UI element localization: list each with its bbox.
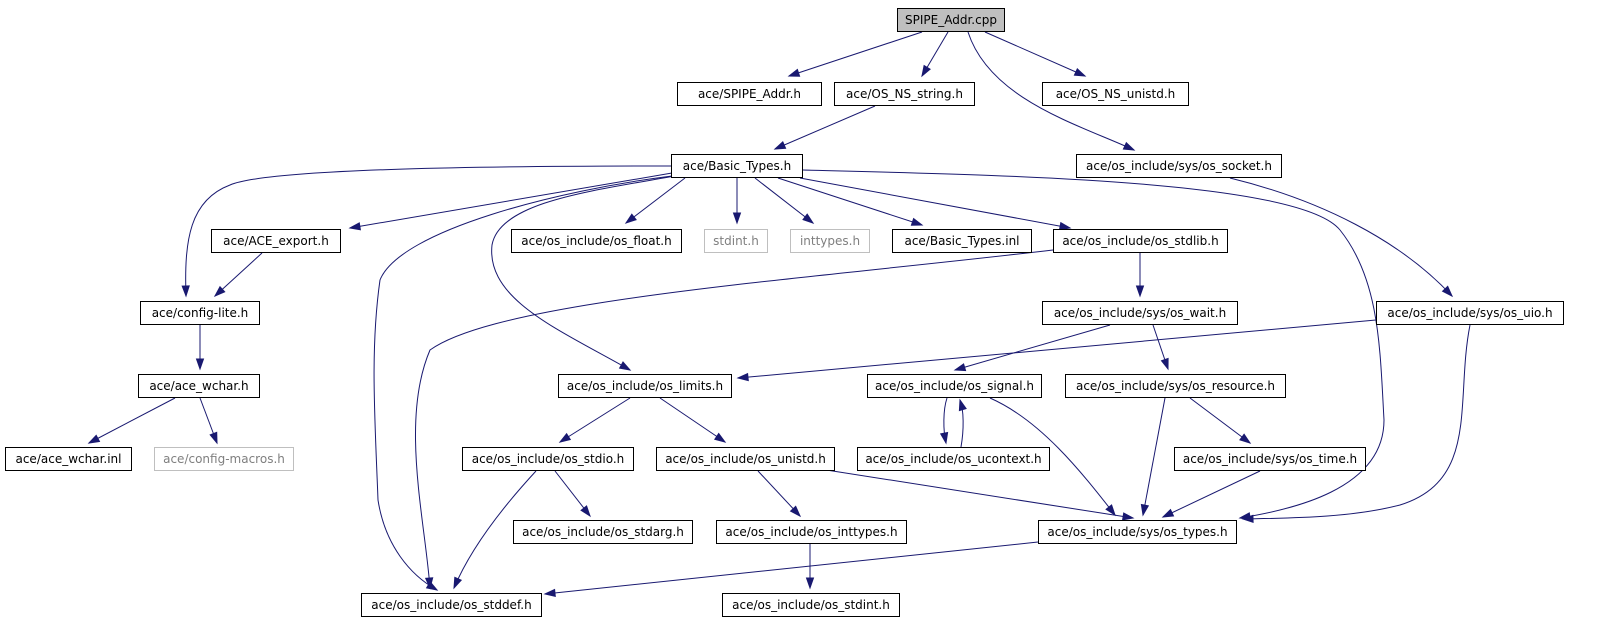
edge-os_uio_h-os_types_h [1241, 324, 1471, 523]
edge-os_resource_h-os_types_h [1140, 397, 1166, 517]
node-os-float-h[interactable]: ace/os_include/os_float.h [511, 229, 682, 253]
edge-spipe_addr_cpp-os_socket_h [967, 31, 1136, 151]
edge-basic_types_h-basic_types_inl [777, 177, 924, 226]
node-ace-wchar-inl[interactable]: ace/ace_wchar.inl [5, 447, 132, 471]
node-ace-wchar-h[interactable]: ace/ace_wchar.h [138, 374, 260, 398]
edge-os_resource_h-os_time_h [1189, 397, 1252, 444]
node-os-limits-h[interactable]: ace/os_include/os_limits.h [558, 374, 732, 398]
edge-os_limits_h-os_unistd_h [659, 397, 727, 443]
edge-basic_types_h-os_float_h [624, 177, 686, 224]
node-os-signal-h[interactable]: ace/os_include/os_signal.h [867, 374, 1042, 398]
node-os-time-h[interactable]: ace/os_include/sys/os_time.h [1174, 447, 1366, 471]
node-os-ucontext-h[interactable]: ace/os_include/os_ucontext.h [857, 447, 1050, 471]
edge-os_stdlib_h-os_wait_h [1135, 253, 1145, 298]
edge-basic_types_h-inttypes_h [754, 177, 815, 224]
edge-os_ucontext_h-os_signal_h [958, 398, 967, 448]
edge-spipe_addr_cpp-spipe_addr_h [787, 31, 923, 77]
node-os-stddef-h[interactable]: ace/os_include/os_stddef.h [361, 593, 542, 617]
edge-ace_export_h-config_lite_h [213, 252, 263, 298]
edge-ace_wchar_h-ace_wchar_inl [87, 397, 176, 444]
node-os-stdarg-h[interactable]: ace/os_include/os_stdarg.h [513, 520, 693, 544]
node-os-wait-h[interactable]: ace/os_include/sys/os_wait.h [1042, 301, 1238, 325]
edge-os_time_h-os_types_h [1161, 470, 1261, 518]
edge-os_unistd_h-os_inttypes_h [757, 470, 802, 518]
node-inttypes-h: inttypes.h [790, 229, 870, 253]
node-basic-types-h[interactable]: ace/Basic_Types.h [671, 154, 803, 178]
edge-os_stdlib_h-os_stddef_h [414, 249, 1054, 590]
node-os-types-h[interactable]: ace/os_include/sys/os_types.h [1038, 520, 1237, 544]
node-config-macros-h: ace/config-macros.h [154, 447, 294, 471]
node-os-stdio-h[interactable]: ace/os_include/os_stdio.h [462, 447, 634, 471]
edge-basic_types_h-stdint_h [732, 178, 742, 225]
edge-os_types_h-os_stddef_h [543, 541, 1039, 598]
node-config-lite-h[interactable]: ace/config-lite.h [140, 301, 260, 325]
node-os-unistd-h[interactable]: ace/os_include/os_unistd.h [656, 447, 835, 471]
node-os-ns-unistd-h[interactable]: ace/OS_NS_unistd.h [1042, 82, 1189, 106]
edge-os_signal_h-os_types_h [989, 397, 1116, 517]
node-os-stdlib-h[interactable]: ace/os_include/os_stdlib.h [1053, 229, 1228, 253]
edge-os_wait_h-os_resource_h [1152, 324, 1169, 371]
edge-basic_types_h-os_stdlib_h [799, 177, 1072, 231]
node-os-resource-h[interactable]: ace/os_include/sys/os_resource.h [1065, 374, 1286, 398]
node-ace-export-h[interactable]: ace/ACE_export.h [211, 229, 341, 253]
node-os-socket-h[interactable]: ace/os_include/sys/os_socket.h [1076, 154, 1282, 178]
node-spipe-addr-h[interactable]: ace/SPIPE_Addr.h [677, 82, 822, 106]
edge-basic_types_h-config_lite_h [181, 165, 673, 298]
node-os-uio-h[interactable]: ace/os_include/sys/os_uio.h [1376, 301, 1564, 325]
node-os-stdint-h[interactable]: ace/os_include/os_stdint.h [722, 593, 900, 617]
edge-basic_types_h-os_limits_h [491, 174, 681, 371]
edge-os_ns_string_h-basic_types_h [773, 105, 876, 150]
node-os-ns-string-h[interactable]: ace/OS_NS_string.h [834, 82, 975, 106]
edge-os_unistd_h-os_types_h [819, 468, 1135, 521]
edge-os_stdio_h-os_stddef_h [453, 470, 537, 590]
edge-os_signal_h-os_ucontext_h [939, 397, 949, 445]
node-stdint-h: stdint.h [704, 229, 768, 253]
edge-os_uio_h-os_limits_h [736, 319, 1377, 382]
edge-os_wait_h-os_signal_h [953, 324, 1111, 372]
node-spipe-addr-cpp: SPIPE_Addr.cpp [897, 8, 1005, 32]
edge-os_socket_h-os_uio_h [1229, 177, 1454, 298]
node-os-inttypes-h[interactable]: ace/os_include/os_inttypes.h [716, 520, 907, 544]
edge-config_lite_h-ace_wchar_h [195, 325, 205, 371]
edge-spipe_addr_cpp-os_ns_unistd_h [984, 31, 1087, 77]
edge-os_limits_h-os_stdio_h [558, 397, 631, 443]
node-basic-types-inl[interactable]: ace/Basic_Types.inl [892, 229, 1032, 253]
edge-ace_wchar_h-config_macros_h [199, 397, 218, 445]
edge-spipe_addr_cpp-os_ns_string_h [921, 31, 949, 78]
edge-basic_types_h-ace_export_h [348, 172, 673, 231]
edge-os_stdio_h-os_stdarg_h [554, 470, 591, 518]
